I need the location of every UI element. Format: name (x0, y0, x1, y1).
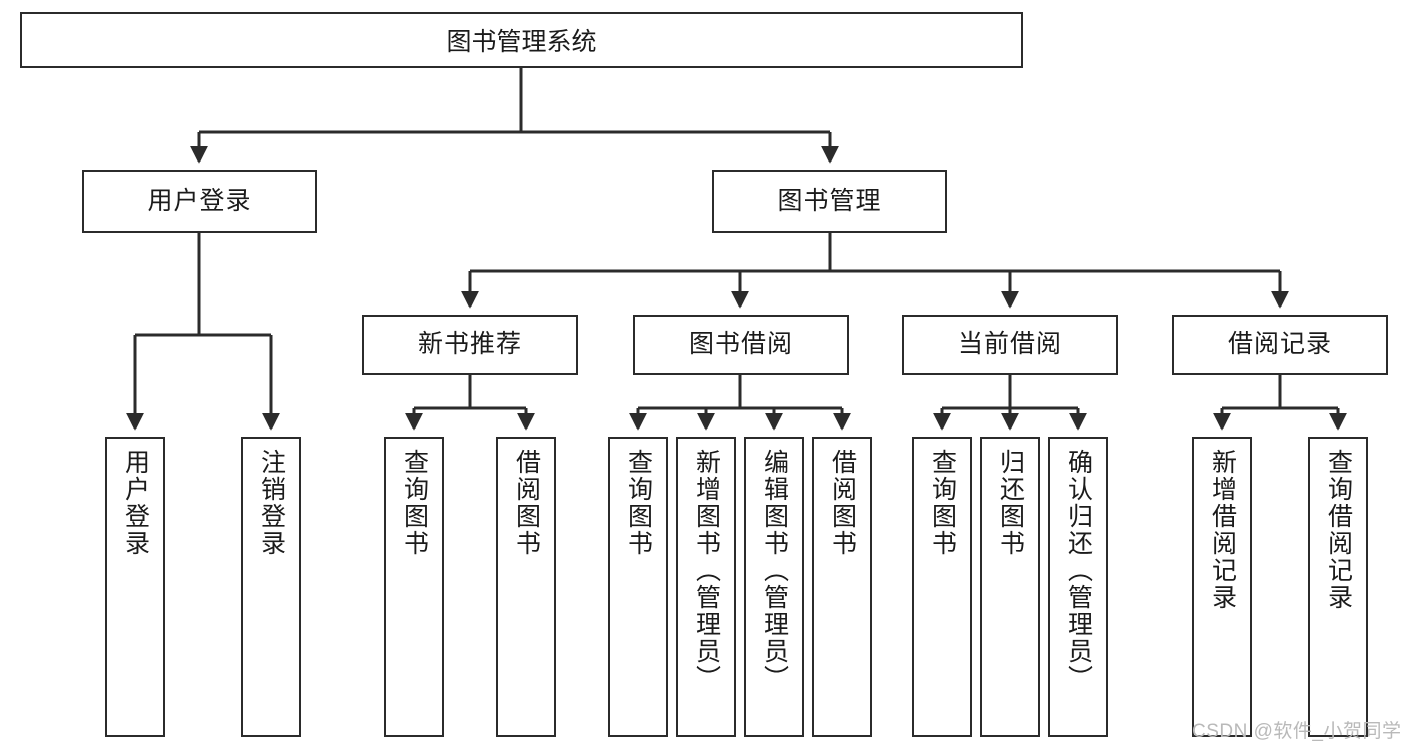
leaf-current-return-book[interactable]: 归还图书 (980, 437, 1040, 737)
node-label: 图书管理系统 (446, 28, 597, 56)
leaf-current-query-book[interactable]: 查询图书 (912, 437, 972, 737)
node-user-login[interactable]: 用户登录 (82, 170, 317, 233)
leaf-record-query-record[interactable]: 查询借阅记录 (1308, 437, 1368, 737)
leaf-user-logout[interactable]: 注销登录 (241, 437, 301, 737)
node-label: 图书管理 (777, 186, 882, 215)
leaf-borrow-borrow-book[interactable]: 借阅图书 (812, 437, 872, 737)
node-label: 借阅记录 (1227, 330, 1332, 359)
node-label: 新增借阅记录 (1208, 449, 1237, 611)
node-root-system[interactable]: 图书管理系统 (20, 12, 1023, 68)
node-book-borrow[interactable]: 图书借阅 (633, 315, 849, 375)
node-label: 查询图书 (624, 449, 653, 557)
leaf-current-confirm-return-admin[interactable]: 确认归还（管理员） (1048, 437, 1108, 737)
leaf-borrow-edit-book-admin[interactable]: 编辑图书（管理员） (744, 437, 804, 737)
node-label: 当前借阅 (957, 330, 1062, 359)
csdn-watermark: CSDN @软件_小贺同学 (1192, 721, 1402, 742)
node-label: 编辑图书（管理员） (760, 449, 789, 692)
node-borrow-record[interactable]: 借阅记录 (1172, 315, 1388, 375)
node-label: 查询图书 (928, 449, 957, 557)
leaf-record-add-record[interactable]: 新增借阅记录 (1192, 437, 1252, 737)
node-label: 用户登录 (121, 449, 150, 557)
node-label: 借阅图书 (828, 449, 857, 557)
leaf-recommend-borrow-book[interactable]: 借阅图书 (496, 437, 556, 737)
node-current-borrow[interactable]: 当前借阅 (902, 315, 1118, 375)
node-label: 查询图书 (400, 449, 429, 557)
node-label: 查询借阅记录 (1324, 449, 1353, 611)
node-label: 确认归还（管理员） (1064, 449, 1093, 692)
node-label: 归还图书 (996, 449, 1025, 557)
leaf-borrow-add-book-admin[interactable]: 新增图书（管理员） (676, 437, 736, 737)
node-book-management[interactable]: 图书管理 (712, 170, 947, 233)
leaf-borrow-query-book[interactable]: 查询图书 (608, 437, 668, 737)
leaf-user-login[interactable]: 用户登录 (105, 437, 165, 737)
node-label: 借阅图书 (512, 449, 541, 557)
node-label: 新增图书（管理员） (692, 449, 721, 692)
leaf-recommend-query-book[interactable]: 查询图书 (384, 437, 444, 737)
node-label: 注销登录 (257, 449, 286, 557)
node-label: 用户登录 (147, 186, 252, 215)
node-label: 新书推荐 (417, 330, 522, 359)
node-new-book-recommend[interactable]: 新书推荐 (362, 315, 578, 375)
node-label: 图书借阅 (688, 330, 793, 359)
